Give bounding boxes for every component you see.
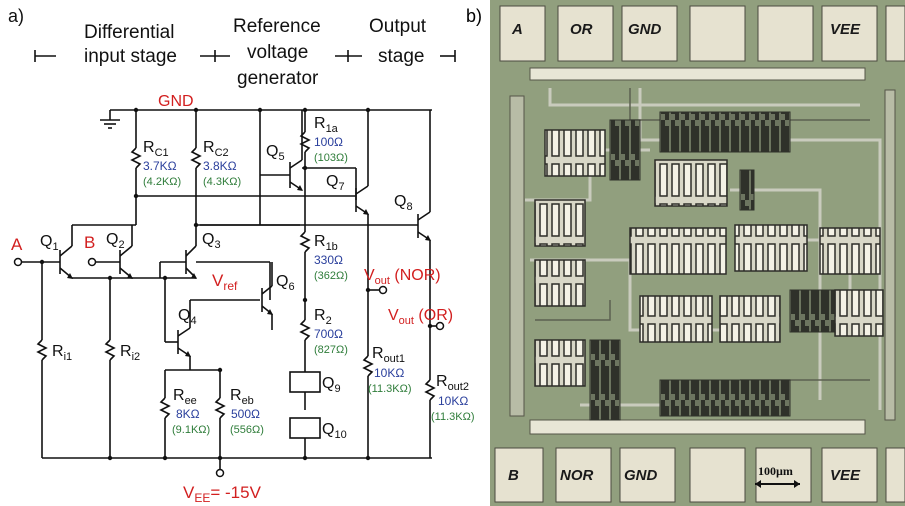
input-a-label: A [11,235,23,254]
r1a-label: R1a 100Ω (103Ω) [314,115,348,164]
chip-micrograph: A OR GND VEE B NOR GND VEE 100µm b) [490,0,905,506]
q9-label: Q9 [322,375,341,395]
svg-text:(827Ω): (827Ω) [314,344,348,356]
svg-text:R1a: R1a [314,115,339,135]
svg-text:Ree: Ree [173,387,197,407]
svg-text:(4.3KΩ): (4.3KΩ) [203,176,241,188]
svg-text:(362Ω): (362Ω) [314,270,348,282]
r2-label: R2 700Ω (827Ω) [314,307,348,356]
pad-label-top: A [511,21,523,38]
rout2-label: Rout2 10KΩ (11.3KΩ) [431,373,474,423]
scale-bar: 100µm [755,464,800,488]
pad-label-top: VEE [830,21,861,38]
panel-a-label: a) [8,6,24,26]
svg-text:(11.3KΩ): (11.3KΩ) [431,411,474,423]
q6-label: Q6 [276,273,295,293]
svg-text:500Ω: 500Ω [231,407,260,421]
rc1-label: RC1 3.7KΩ (4.2KΩ) [143,139,181,188]
svg-text:(4.2KΩ): (4.2KΩ) [143,176,181,188]
pad-label-top: OR [570,21,593,38]
bottom-pad-row [494,447,905,503]
section-label: voltage [247,42,308,63]
q8-label: Q8 [394,193,413,213]
svg-text:8KΩ: 8KΩ [176,407,200,421]
section-label: Reference [233,16,321,37]
svg-text:10KΩ: 10KΩ [374,366,404,380]
svg-text:(9.1KΩ): (9.1KΩ) [172,424,210,436]
reb-label: Reb 500Ω (556Ω) [230,387,264,436]
vout-or-label: Vout (OR) [388,307,453,327]
svg-text:Rout1: Rout1 [372,345,405,365]
svg-text:(11.3KΩ): (11.3KΩ) [368,383,411,395]
input-b-label: B [84,233,95,252]
pad-label-bottom: NOR [560,467,594,484]
section-label: stage [378,46,424,67]
section-label: input stage [84,46,177,67]
q10-label: Q10 [322,421,347,441]
q3-label: Q3 [202,231,221,251]
vref-label: Vref [212,271,238,293]
ri1-label: Ri1 [52,343,72,363]
svg-text:100µm: 100µm [758,464,793,478]
svg-text:Ri1: Ri1 [52,343,72,363]
svg-text:(556Ω): (556Ω) [230,424,264,436]
svg-text:RC1: RC1 [143,139,169,159]
rout1-label: Rout1 10KΩ (11.3KΩ) [368,345,411,395]
r1b-label: R1b 330Ω (362Ω) [314,233,348,282]
pad-label-bottom: VEE [830,467,861,484]
svg-text:Rout2: Rout2 [436,373,469,393]
section-label: Output [369,16,427,37]
section-label: Differential [84,22,174,43]
section-label: generator [237,68,319,89]
svg-text:Reb: Reb [230,387,254,407]
svg-text:3.8KΩ: 3.8KΩ [203,159,237,173]
q5-label: Q5 [266,143,285,163]
svg-text:RC2: RC2 [203,139,229,159]
rc2-label: RC2 3.8KΩ (4.3KΩ) [203,139,241,188]
vee-label: VEE= -15V [183,483,262,505]
ree-label: Ree 8KΩ (9.1KΩ) [172,387,210,436]
circuit-schematic: a) Differential input stage Reference vo… [8,6,474,505]
svg-text:3.7KΩ: 3.7KΩ [143,159,177,173]
pad-label-bottom: GND [624,467,658,484]
panel-b-label-box: b) [466,6,488,26]
pad-label-top: GND [628,21,662,38]
svg-text:(103Ω): (103Ω) [314,152,348,164]
q4-label: Q4 [178,307,197,327]
svg-text:100Ω: 100Ω [314,135,343,149]
vout-nor-label: Vout (NOR) [364,267,441,287]
svg-text:330Ω: 330Ω [314,253,343,267]
svg-text:Ri2: Ri2 [120,343,140,363]
gnd-label: GND [158,93,194,110]
pad-label-bottom: B [508,467,519,484]
svg-text:R2: R2 [314,307,332,327]
top-pad-row [499,5,905,62]
q2-label: Q2 [106,231,125,251]
q7-label: Q7 [326,173,345,193]
ri2-label: Ri2 [120,343,140,363]
q1-label: Q1 [40,233,59,253]
svg-text:10KΩ: 10KΩ [438,394,468,408]
svg-text:R1b: R1b [314,233,338,253]
svg-text:700Ω: 700Ω [314,327,343,341]
